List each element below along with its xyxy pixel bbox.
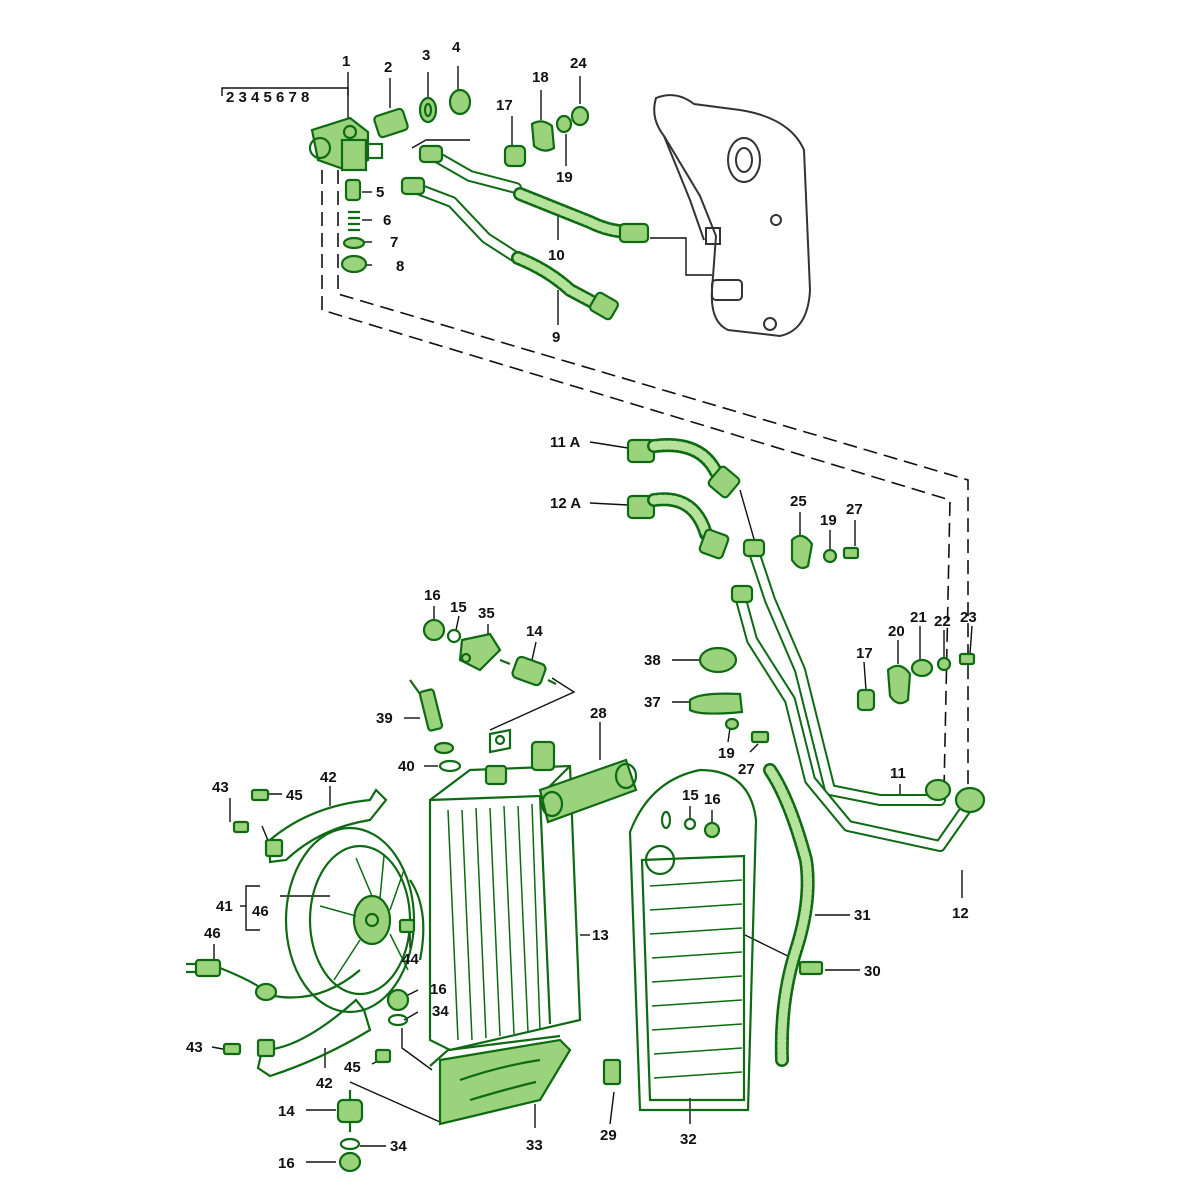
- hoses-9-10: [400, 144, 650, 321]
- oil-cooler-radiator: [428, 728, 582, 1052]
- mounts-lower-mid: [386, 988, 410, 1027]
- pipes-11-12: [730, 538, 986, 852]
- label-10: 10: [548, 247, 565, 264]
- clamps-right: [688, 534, 976, 744]
- label-1-sub: 2 3 4 5 6 7 8: [226, 89, 309, 106]
- label-14-b: 14: [278, 1103, 295, 1120]
- label-13: 13: [592, 927, 609, 944]
- label-16-d: 16: [278, 1155, 295, 1172]
- label-44: 44: [402, 951, 419, 968]
- label-24: 24: [570, 55, 587, 72]
- label-46-connector: 46: [204, 925, 221, 942]
- label-40: 40: [398, 758, 415, 775]
- label-19-top: 19: [556, 169, 573, 186]
- label-7: 7: [390, 234, 398, 251]
- label-15-a: 15: [450, 599, 467, 616]
- leader-lines: [211, 66, 973, 1163]
- label-3: 3: [422, 47, 430, 64]
- label-41: 41: [216, 898, 233, 915]
- label-43-top: 43: [212, 779, 229, 796]
- thermostat-housing: [308, 116, 384, 172]
- label-8: 8: [396, 258, 404, 275]
- label-9: 9: [552, 329, 560, 346]
- label-25: 25: [790, 493, 807, 510]
- label-43-bottom: 43: [186, 1039, 203, 1056]
- label-15-b: 15: [682, 787, 699, 804]
- label-19-mid: 19: [820, 512, 837, 529]
- bracket-33: [429, 1034, 572, 1126]
- label-33: 33: [526, 1137, 543, 1154]
- label-14-a: 14: [526, 623, 543, 640]
- label-6: 6: [383, 212, 391, 229]
- label-17-right: 17: [856, 645, 873, 662]
- label-18: 18: [532, 69, 549, 86]
- screw-30: [798, 960, 824, 976]
- louver-panel-32: [628, 768, 758, 1112]
- label-12A: 12 A: [550, 495, 581, 512]
- callout-labels: 1 2 3 4 5 6 7 8 2 3 4 5 6 7 8 9 10 17 18…: [186, 39, 977, 1172]
- part-28-strap: [538, 758, 638, 824]
- label-21: 21: [910, 609, 927, 626]
- fan-connector-46: [186, 958, 361, 1002]
- label-11A: 11 A: [550, 434, 580, 451]
- fitting-parts-2-8: [340, 88, 472, 274]
- mount-14-34-16-lower: [336, 1090, 364, 1173]
- cooling-fan: [284, 826, 425, 1014]
- label-17-top: 17: [496, 97, 513, 114]
- sensor-39-40: [409, 679, 462, 773]
- hoses-11A-12A: [626, 438, 741, 560]
- label-45-bottom: 45: [344, 1059, 361, 1076]
- hose-31: [763, 763, 815, 1067]
- label-28: 28: [590, 705, 607, 722]
- label-32: 32: [680, 1131, 697, 1148]
- label-27-low: 27: [738, 761, 755, 778]
- label-46-bracket: 46: [252, 903, 269, 920]
- label-16-a: 16: [424, 587, 441, 604]
- label-35: 35: [478, 605, 495, 622]
- label-34-b: 34: [390, 1138, 407, 1155]
- fan-shroud-42-bottom: [256, 998, 372, 1078]
- label-38: 38: [644, 652, 661, 669]
- parts-17-18-19-24-top: [503, 105, 590, 168]
- label-11: 11: [890, 765, 906, 782]
- fan-shroud-42-top: [264, 788, 388, 864]
- label-19-low: 19: [718, 745, 735, 762]
- oil-tank: [653, 94, 812, 338]
- bolts-43-45: [222, 788, 392, 1064]
- label-2: 2: [384, 59, 392, 76]
- clip-29: [602, 1058, 622, 1086]
- label-23: 23: [960, 609, 977, 626]
- label-12: 12: [952, 905, 969, 922]
- label-29: 29: [600, 1127, 617, 1144]
- label-16-b: 16: [704, 791, 721, 808]
- label-42-top: 42: [320, 769, 337, 786]
- parts-14-15-16-35: [422, 618, 557, 687]
- label-34-a: 34: [432, 1003, 449, 1020]
- label-39: 39: [376, 710, 393, 727]
- label-31: 31: [854, 907, 871, 924]
- label-30: 30: [864, 963, 881, 980]
- label-4: 4: [452, 39, 461, 56]
- label-27-mid: 27: [846, 501, 863, 518]
- label-42-bottom: 42: [316, 1075, 333, 1092]
- label-16-c: 16: [430, 981, 447, 998]
- label-22: 22: [934, 613, 951, 630]
- label-5: 5: [376, 184, 384, 201]
- label-37: 37: [644, 694, 661, 711]
- label-45-top: 45: [286, 787, 303, 804]
- label-1: 1: [342, 53, 350, 70]
- label-20: 20: [888, 623, 905, 640]
